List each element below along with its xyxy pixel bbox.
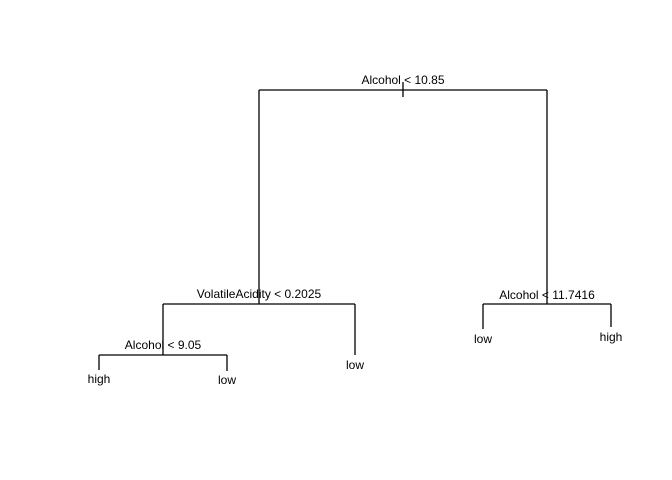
leaf-high: high xyxy=(88,372,111,386)
node-left: VolatileAcidity < 0.2025 xyxy=(162,287,356,355)
node-right: Alcohol < 11.7416 xyxy=(482,288,612,329)
leaf-low: low xyxy=(346,358,364,372)
leaf-low: low xyxy=(474,332,492,346)
leaf-high: high xyxy=(600,330,623,344)
root-split-label: Alcohol < 10.85 xyxy=(361,73,444,87)
left-split-label: VolatileAcidity < 0.2025 xyxy=(197,287,322,301)
leaf-low: low xyxy=(218,373,236,387)
left-left-split-label: Alcohol < 9.05 xyxy=(125,338,202,352)
node-root: Alcohol < 10.85 xyxy=(258,73,548,304)
right-split-label: Alcohol < 11.7416 xyxy=(499,288,595,302)
node-left-left: Alcohol < 9.05 xyxy=(98,338,228,371)
